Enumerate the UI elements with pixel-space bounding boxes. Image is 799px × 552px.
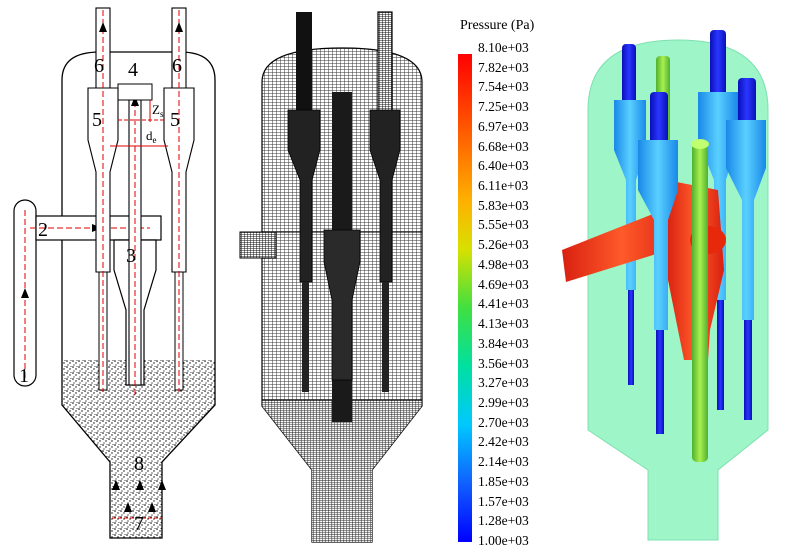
mesh-inlet [239, 231, 277, 259]
mesh-right-tube [377, 11, 393, 113]
legend-tick: 4.13e+03 [478, 316, 529, 332]
label-d: de [146, 128, 157, 145]
right-arrow-up [175, 22, 183, 32]
legend-tick: 8.10e+03 [478, 40, 529, 55]
legend-colorbar [458, 54, 472, 542]
label-6-left: 6 [94, 55, 104, 77]
legend-title: Pressure (Pa) [460, 18, 535, 33]
legend-tick: 5.26e+03 [478, 237, 529, 253]
inlet-arrow-up [21, 288, 29, 298]
left-secondary-cyclone [87, 87, 119, 273]
legend-tick: 4.98e+03 [478, 256, 529, 272]
legend-tick: 6.97e+03 [478, 118, 529, 134]
mesh-right-cyclone [369, 109, 401, 283]
mesh-panel [239, 11, 423, 543]
legend-tick: 2.14e+03 [478, 454, 529, 470]
mesh-center-cyclone [323, 229, 361, 381]
contour-inlet-duct [562, 208, 682, 282]
label-z: Zs [152, 102, 164, 119]
legend-tick: 6.11e+03 [478, 178, 529, 194]
legend-tick: 2.99e+03 [478, 394, 529, 410]
label-5-left: 5 [92, 109, 102, 131]
bottom-arrow-1 [112, 480, 120, 490]
dense-bed [62, 360, 215, 538]
schematic-panel: 1 2 3 4 5 5 6 6 7 8 Zs de [13, 7, 216, 539]
contour-dipleg-front-left [656, 330, 664, 434]
contour-tube-back-left [622, 44, 636, 104]
legend-tick: 7.25e+03 [478, 99, 529, 115]
contour-cyclone-front-right [726, 120, 766, 320]
label-2: 2 [38, 219, 48, 241]
legend-tick: 2.70e+03 [478, 414, 529, 430]
contour-dipleg-back-left [628, 290, 634, 385]
label-6-right: 6 [172, 55, 182, 77]
contour-dipleg-front-right [744, 320, 752, 420]
legend-tick: 5.83e+03 [478, 197, 529, 213]
bottom-arrow-4 [124, 502, 132, 512]
mesh-left-tube [296, 12, 312, 112]
label-4: 4 [128, 59, 138, 81]
legend-tick: 4.41e+03 [478, 296, 529, 312]
right-secondary-cyclone [163, 87, 195, 273]
legend-tick: 1.28e+03 [478, 513, 529, 529]
bottom-arrow-3 [158, 480, 166, 490]
mesh-right-dipleg [382, 282, 389, 392]
contour-dipleg-back-right [717, 300, 724, 410]
legend-tick: 1.85e+03 [478, 473, 529, 489]
legend-tick: 4.69e+03 [478, 276, 529, 292]
legend-tick: 1.57e+03 [478, 493, 529, 509]
outlet-box [117, 83, 153, 101]
legend-tick: 1.00e+03 [478, 533, 529, 548]
contour-green-tube-front [692, 142, 708, 462]
label-1: 1 [19, 365, 29, 387]
label-3: 3 [126, 245, 136, 267]
legend-tick: 7.82e+03 [478, 59, 529, 75]
label-7: 7 [134, 513, 144, 535]
bottom-arrow-5 [148, 502, 156, 512]
outlet-arrow-up [131, 96, 139, 106]
label-8: 8 [134, 453, 144, 475]
legend-tick: 3.56e+03 [478, 355, 529, 371]
legend-tick: 5.55e+03 [478, 217, 529, 233]
mesh-left-dipleg [302, 282, 309, 392]
vessel-outline [61, 51, 216, 539]
contour-green-tube-cap [691, 139, 709, 149]
contour-panel [562, 30, 769, 541]
contour-cyclone-front-left [638, 140, 678, 330]
legend-tick: 3.27e+03 [478, 375, 529, 391]
label-5-right: 5 [170, 109, 180, 131]
mesh-left-cyclone [287, 109, 321, 283]
legend-tick: 2.42e+03 [478, 434, 529, 450]
legend-tick: 6.68e+03 [478, 138, 529, 154]
contour-tube-back-right [710, 30, 726, 100]
legend-tick: 6.40e+03 [478, 158, 529, 174]
legend-tick: 7.54e+03 [478, 79, 529, 95]
left-arrow-up [99, 22, 107, 32]
legend-tick: 3.84e+03 [478, 335, 529, 351]
bottom-arrow-2 [136, 480, 144, 490]
